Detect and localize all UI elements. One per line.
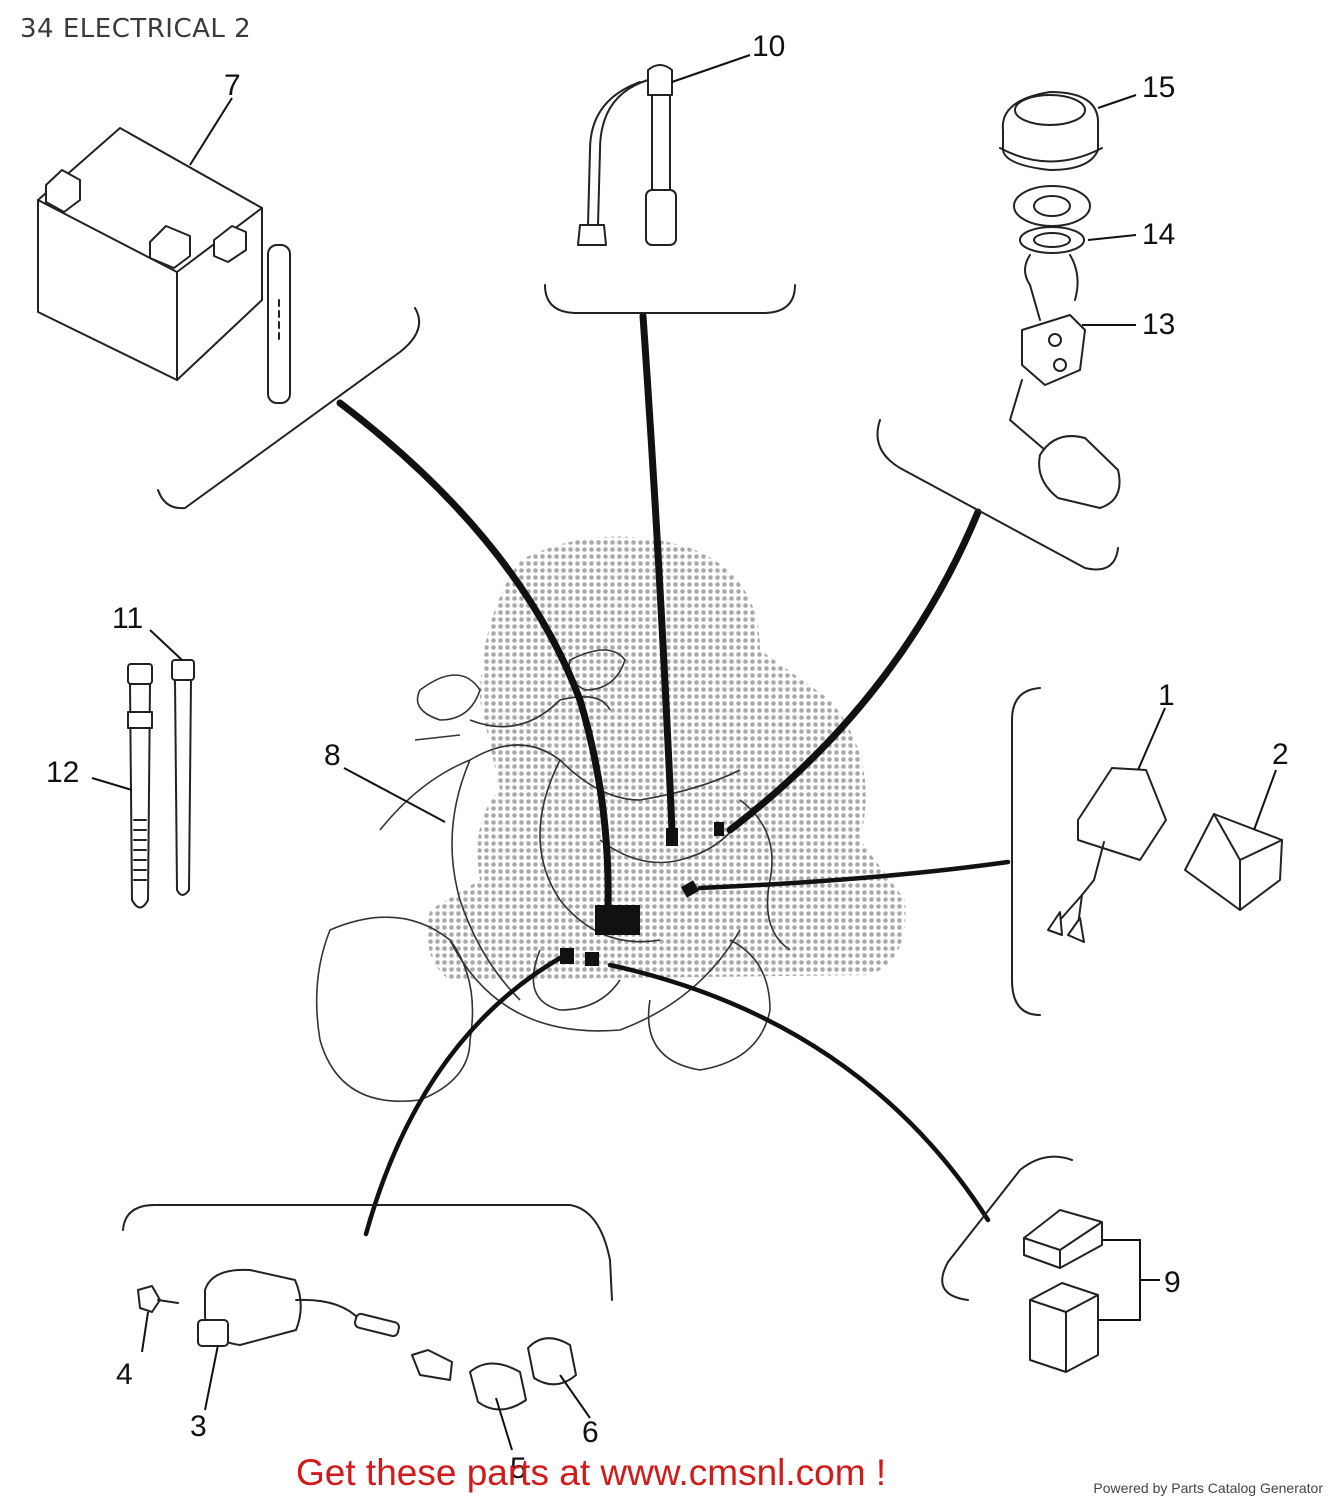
- callout-9: 9: [1164, 1266, 1181, 1299]
- harness-leader-wires: [336, 312, 1011, 1237]
- callout-11: 11: [112, 602, 143, 635]
- float-sender-part: [1021, 314, 1086, 386]
- callout-10: 10: [752, 30, 785, 63]
- callout-14: 14: [1142, 218, 1175, 251]
- callout-8: 8: [324, 739, 341, 772]
- page-title: 34 ELECTRICAL 2: [20, 14, 252, 44]
- gasket-part: [1013, 185, 1091, 227]
- plug-cap-part: [469, 1362, 527, 1411]
- callout-12: 12: [46, 756, 79, 789]
- powered-by-footer: Powered by Parts Catalog Generator: [1093, 1480, 1323, 1496]
- callout-3: 3: [190, 1410, 207, 1443]
- relay-parts[interactable]: [1047, 767, 1283, 943]
- callout-7: 7: [224, 69, 241, 102]
- callout-5: 5: [510, 1452, 527, 1485]
- callout-13: 13: [1142, 308, 1175, 341]
- battery-group-bracket: [157, 307, 420, 510]
- cable-ties-part[interactable]: [127, 659, 195, 909]
- fuse-group-bracket: [941, 1155, 1073, 1301]
- callout-2: 2: [1272, 738, 1289, 771]
- callout-15: 15: [1142, 71, 1175, 104]
- group-brackets: [122, 284, 1119, 1301]
- callout-1: 1: [1158, 679, 1175, 712]
- ignition-group-bracket: [122, 1204, 613, 1301]
- bolt-part: [137, 1285, 161, 1313]
- relay-box-part: [1184, 813, 1283, 911]
- scooter-outline: [315, 649, 791, 1102]
- callout-4: 4: [116, 1358, 133, 1391]
- battery-part[interactable]: [37, 127, 291, 404]
- flasher-relay-part: [1077, 767, 1167, 861]
- promo-link-text[interactable]: Get these parts at www.cmsnl.com !: [296, 1452, 887, 1493]
- plug-cover-part: [527, 1337, 577, 1386]
- callout-6: 6: [582, 1416, 599, 1449]
- sensor-group-bracket: [544, 284, 796, 314]
- fuse-parts[interactable]: [1023, 1209, 1103, 1373]
- ignition-coil-parts[interactable]: [137, 1268, 577, 1411]
- fuel-sender-part[interactable]: [999, 91, 1121, 509]
- fuel-sender-group-bracket: [876, 419, 1119, 571]
- relay-group-bracket: [1011, 687, 1041, 1016]
- sensor-switch-part[interactable]: [577, 64, 677, 246]
- callout-leaders: [91, 54, 1277, 1451]
- callout-labels: 7 10 15 14 13 11 12 8 1 2 9 4 3 5 6: [46, 30, 1289, 1485]
